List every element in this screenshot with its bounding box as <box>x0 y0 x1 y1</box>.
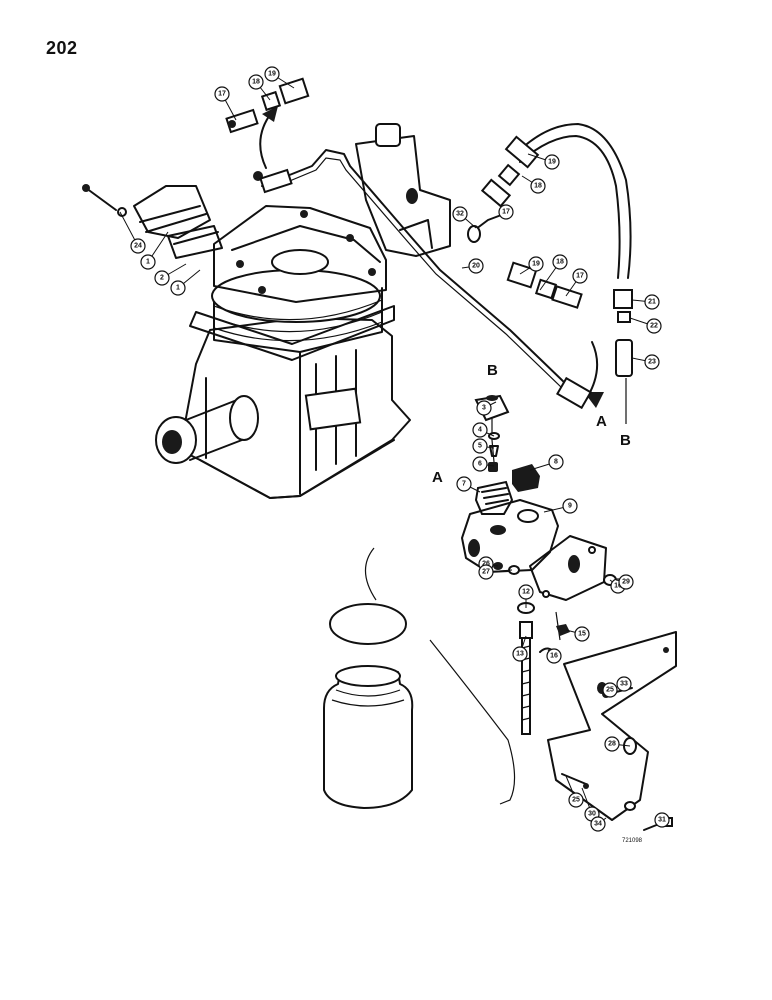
callout-number: 22 <box>650 323 658 330</box>
callout-bubble <box>478 564 494 580</box>
callout-bubble <box>472 422 488 438</box>
callout-number: 33 <box>620 681 628 688</box>
callout-number: 29 <box>622 579 630 586</box>
callout-number: 26 <box>482 561 490 568</box>
callout-number: 9 <box>568 503 572 510</box>
callout-bubble <box>644 354 660 370</box>
callout-bubble <box>544 154 560 170</box>
callout-bubble <box>548 454 564 470</box>
callout-number: 30 <box>588 811 596 818</box>
callout-bubble <box>546 648 562 664</box>
callout-bubble <box>552 254 568 270</box>
callout-number: 19 <box>532 261 540 268</box>
callout-bubble <box>568 792 584 808</box>
callout-number: 3 <box>482 405 486 412</box>
callout-number: 25 <box>572 797 580 804</box>
top-fittings <box>225 77 633 410</box>
callout-bubble <box>452 206 468 222</box>
callout-bubble <box>530 178 546 194</box>
callout-bubble <box>572 268 588 284</box>
callout-number: 16 <box>550 653 558 660</box>
callout-bubble <box>248 74 264 90</box>
callout-bubble <box>602 682 618 698</box>
callout-bubble <box>456 476 472 492</box>
callout-number: 21 <box>648 299 656 306</box>
callout-number: 28 <box>608 741 616 748</box>
callout-bubble <box>618 574 634 590</box>
filter-assembly <box>323 394 677 831</box>
reference-letters: B A A B <box>432 362 631 486</box>
drawing-code: 721098 <box>622 838 643 844</box>
callout-number: 15 <box>578 631 586 638</box>
callout-bubble <box>154 270 170 286</box>
callout-number: 32 <box>456 211 464 218</box>
reference-letter: B <box>487 362 498 379</box>
callout-number: 10 <box>614 583 622 590</box>
callout-number: 6 <box>478 461 482 468</box>
callout-number: 7 <box>462 481 466 488</box>
callout-number: 20 <box>472 263 480 270</box>
callout-bubble <box>468 258 484 274</box>
callout-bubble <box>590 816 606 832</box>
callout-number: 18 <box>534 183 542 190</box>
callout-number: 17 <box>502 209 510 216</box>
callout-number: 8 <box>554 459 558 466</box>
callout-number: 1 <box>146 259 150 266</box>
callout-bubble <box>518 584 534 600</box>
callout-number: 23 <box>648 359 656 366</box>
callout-number: 17 <box>218 91 226 98</box>
callout-bubble <box>170 280 186 296</box>
reference-letter: B <box>620 432 631 449</box>
callout-bubble <box>264 66 280 82</box>
callout-number: 19 <box>268 71 276 78</box>
callout-bubble <box>214 86 230 102</box>
callout-number: 4 <box>478 427 482 434</box>
callout-layer: 1123456789101213151617171718181819191920… <box>119 66 670 832</box>
callout-bubble <box>498 204 514 220</box>
callout-number: 18 <box>556 259 564 266</box>
callout-number: 25 <box>606 687 614 694</box>
callout-bubble <box>140 254 156 270</box>
air-compressor <box>82 123 451 499</box>
callout-bubble <box>472 456 488 472</box>
callout-bubble <box>616 676 632 692</box>
callout-bubble <box>130 238 146 254</box>
callout-number: 5 <box>478 443 482 450</box>
callout-number: 1 <box>176 285 180 292</box>
callout-bubble <box>562 498 578 514</box>
callout-bubble <box>654 812 670 828</box>
callout-number: 13 <box>516 651 524 658</box>
callout-number: 2 <box>160 275 164 282</box>
reference-letter: A <box>596 413 607 430</box>
callout-number: 24 <box>134 243 142 250</box>
callout-bubble <box>472 438 488 454</box>
callout-number: 27 <box>482 569 490 576</box>
callout-number: 31 <box>658 817 666 824</box>
callout-bubble <box>512 646 528 662</box>
callout-bubble <box>646 318 662 334</box>
callout-bubble <box>644 294 660 310</box>
callout-bubble <box>604 736 620 752</box>
callout-bubble <box>528 256 544 272</box>
callout-bubble <box>574 626 590 642</box>
page-number: 202 <box>46 38 78 58</box>
callout-number: 17 <box>576 273 584 280</box>
callout-number: 18 <box>252 79 260 86</box>
callout-bubble <box>476 400 492 416</box>
callout-number: 12 <box>522 589 530 596</box>
callout-number: 34 <box>594 821 602 828</box>
reference-letter: A <box>432 469 443 486</box>
callout-number: 19 <box>548 159 556 166</box>
